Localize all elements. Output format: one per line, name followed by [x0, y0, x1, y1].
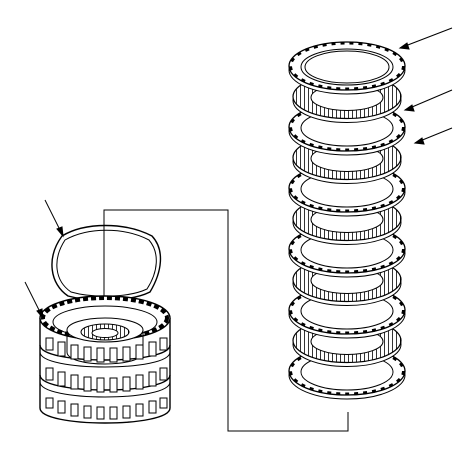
steel-plate-teeth — [289, 163, 405, 213]
arrowhead-friction-plate — [403, 104, 415, 112]
snap-ring — [51, 224, 162, 301]
clutch-drum-assembly — [39, 295, 171, 424]
steel-plate-bore — [300, 48, 394, 86]
steel-plate-teeth — [289, 285, 405, 335]
arrowhead-drum — [36, 308, 44, 320]
pressure-plate-0 — [288, 41, 406, 95]
pressure-plate-inner-ring — [304, 50, 390, 84]
arrowhead-pressure-plate — [398, 42, 410, 50]
assembly-connector-line — [103, 209, 349, 432]
leader-arrows — [24, 27, 453, 320]
steel-plate-teeth — [289, 224, 405, 274]
steel-plate-teeth — [289, 346, 405, 396]
steel-plate-teeth — [289, 41, 405, 91]
clutch-pack — [288, 41, 406, 400]
arrowhead-steel-plate — [413, 137, 425, 145]
leader-line-pressure-plate — [399, 27, 453, 49]
arrowhead-snap-ring — [56, 226, 64, 238]
steel-plate-teeth — [289, 102, 405, 152]
